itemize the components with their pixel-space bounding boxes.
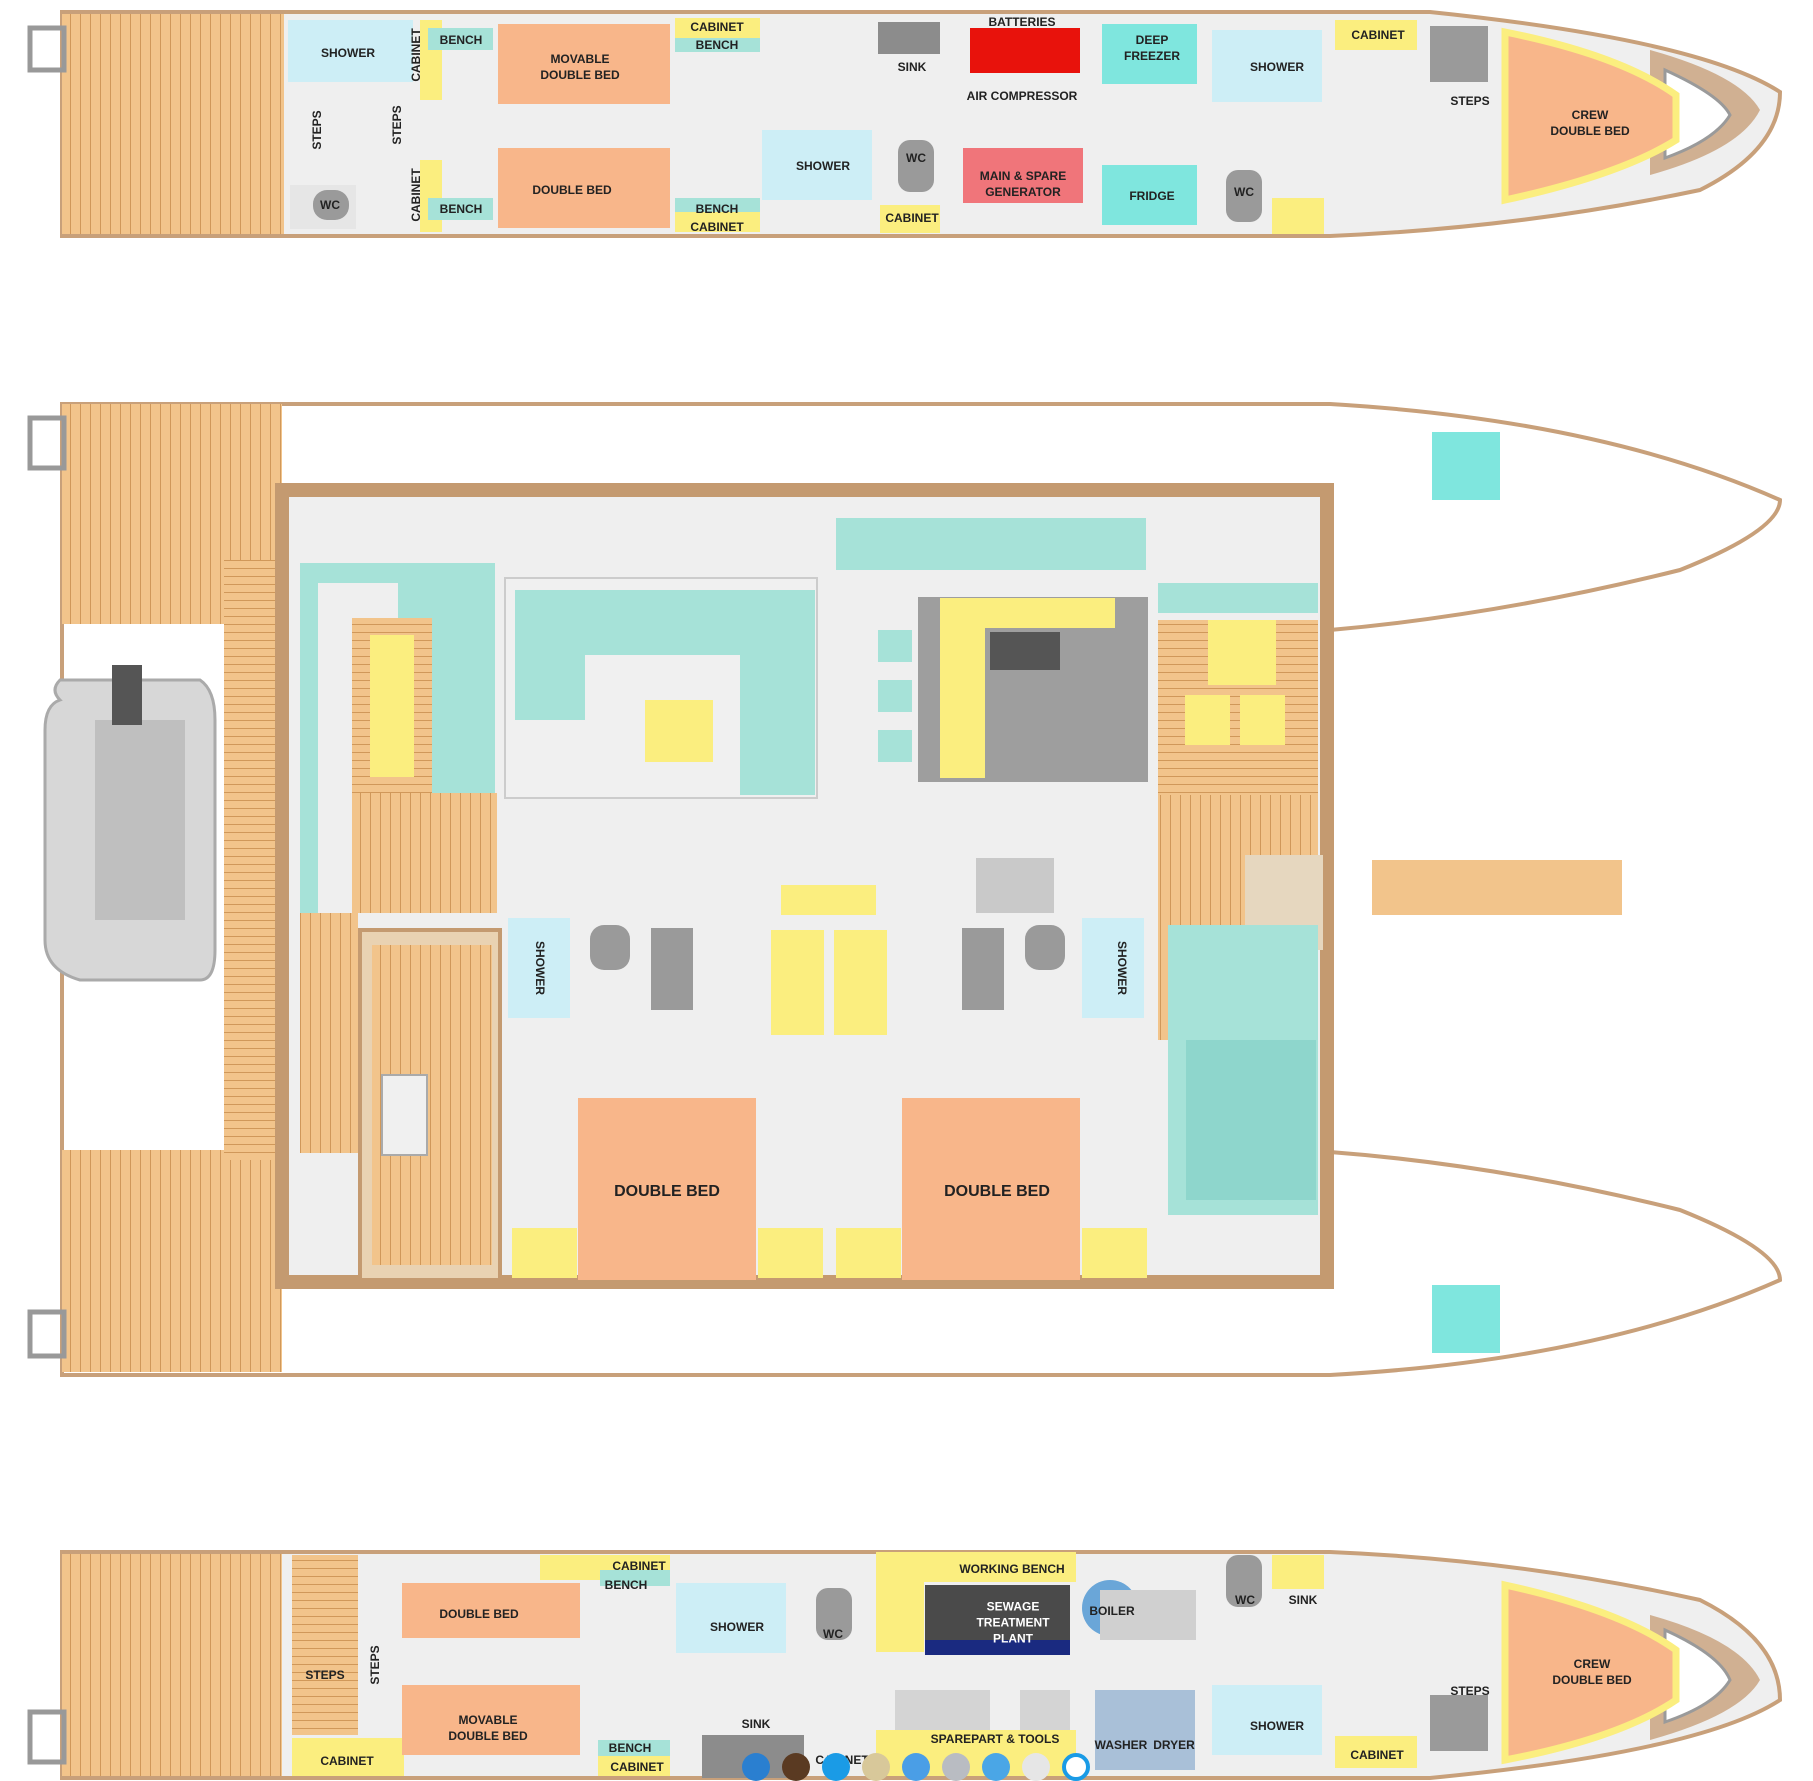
carousel-dot[interactable] (942, 1753, 970, 1781)
carousel-dot[interactable] (902, 1753, 930, 1781)
carousel-dot[interactable] (782, 1753, 810, 1781)
wc-label-top-2: WC (906, 150, 926, 165)
batteries-label: BATTERIES (988, 14, 1056, 29)
working-bench-label: WORKING BENCH (959, 1561, 1065, 1576)
movable-bed-label-top: MOVABLE DOUBLE BED (540, 51, 620, 82)
generator-label: MAIN & SPARE GENERATOR (979, 168, 1067, 199)
movable-bed-label-bottom: MOVABLE DOUBLE BED (448, 1712, 528, 1743)
fridge-label: FRIDGE (1129, 188, 1175, 203)
sparepart-label: SPAREPART & TOOLS (930, 1731, 1060, 1746)
wc-label-top-3: WC (1234, 184, 1254, 199)
carousel-dot[interactable] (982, 1753, 1010, 1781)
cabinet-label-top-1: CABINET (408, 28, 423, 82)
dryer-label: DRYER (1153, 1737, 1195, 1752)
shower-label-top-2: SHOWER (796, 158, 850, 173)
shower-label-main-right: SHOWER (1115, 941, 1130, 995)
bottom-hull (27, 1550, 1783, 1780)
shower-label-bottom-1: SHOWER (710, 1619, 764, 1634)
carousel-dot[interactable] (862, 1753, 890, 1781)
air-compressor-label: AIR COMPRESSOR (966, 88, 1078, 103)
cabinet-label-bottom-2: CABINET (612, 1558, 666, 1573)
wc-label-top-1: WC (320, 197, 340, 212)
sink-label-bottom-1: SINK (741, 1716, 771, 1731)
carousel-dot[interactable] (1022, 1753, 1050, 1781)
double-bed-label-bottom: DOUBLE BED (439, 1606, 519, 1621)
double-bed-label-top: DOUBLE BED (532, 182, 612, 197)
sink-label-top: SINK (897, 59, 927, 74)
bench-label-bottom-1: BENCH (604, 1577, 648, 1592)
bench-label-top-1: BENCH (439, 32, 483, 47)
shower-label-top-3: SHOWER (1250, 59, 1304, 74)
deep-freezer-label: DEEP FREEZER (1123, 32, 1181, 63)
cabinet-label-top-3: CABINET (690, 19, 744, 34)
crew-bed-label-top: CREW DOUBLE BED (1550, 107, 1630, 138)
carousel-dot[interactable] (822, 1753, 850, 1781)
cabinet-label-top-5: CABINET (885, 210, 939, 225)
washer-label: WASHER (1094, 1737, 1148, 1752)
sewage-plant-label: SEWAGE TREATMENT PLANT (976, 1599, 1050, 1647)
bench-label-top-2: BENCH (439, 201, 483, 216)
steps-label-bottom-3: STEPS (1450, 1683, 1490, 1698)
carousel-dot[interactable] (742, 1753, 770, 1781)
cabinet-label-bottom-3: CABINET (610, 1759, 664, 1774)
main-hull (27, 402, 1783, 1377)
double-bed-label-main-left: DOUBLE BED (614, 1183, 720, 1201)
crew-bed-label-bottom: CREW DOUBLE BED (1552, 1656, 1632, 1687)
cabinet-label-bottom-1: CABINET (320, 1753, 374, 1768)
wc-label-bottom-1: WC (823, 1626, 843, 1641)
cabinet-label-bottom-5: CABINET (1350, 1747, 1404, 1762)
steps-label-top-1: STEPS (309, 110, 324, 150)
cabinet-label-top-2: CABINET (408, 168, 423, 222)
wc-label-bottom-2: WC (1235, 1592, 1255, 1607)
double-bed-label-main-right: DOUBLE BED (944, 1183, 1050, 1201)
carousel-dots (742, 1753, 1090, 1781)
shower-label-main-left: SHOWER (533, 941, 548, 995)
bench-label-bottom-2: BENCH (608, 1740, 652, 1755)
top-hull (27, 10, 1783, 238)
steps-label-bottom-1: STEPS (305, 1667, 345, 1682)
steps-label-bottom-2: STEPS (367, 1645, 382, 1685)
steps-label-top-3: STEPS (1450, 93, 1490, 108)
steps-label-top-2: STEPS (389, 105, 404, 145)
shower-label-bottom-2: SHOWER (1250, 1718, 1304, 1733)
cabinet-label-top-6: CABINET (1351, 27, 1405, 42)
boiler-label: BOILER (1089, 1603, 1135, 1618)
shower-label-top-1: SHOWER (321, 45, 375, 60)
bench-label-top-4: BENCH (695, 201, 739, 216)
sink-label-bottom-2: SINK (1288, 1592, 1318, 1607)
carousel-dot[interactable] (1062, 1753, 1090, 1781)
bench-label-top-3: BENCH (695, 37, 739, 52)
cabinet-label-top-4: CABINET (690, 219, 744, 234)
